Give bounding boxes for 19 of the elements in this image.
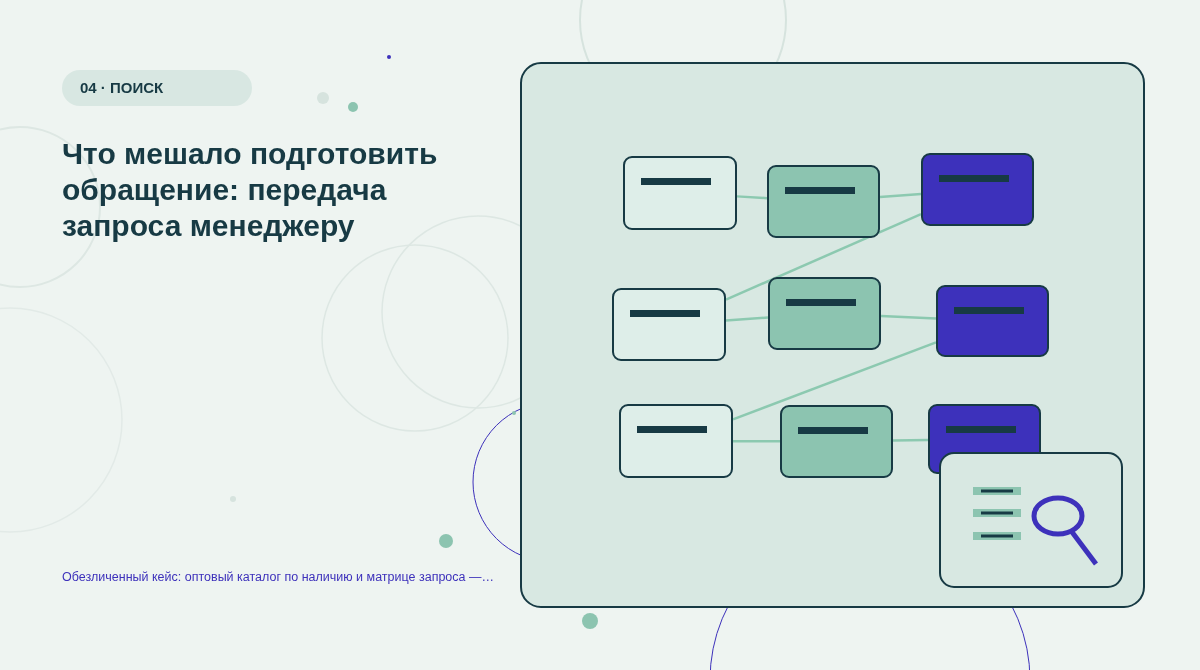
connector-line: [880, 314, 937, 320]
flow-card: [768, 277, 881, 350]
flow-card: [921, 153, 1034, 226]
flow-card: [623, 156, 737, 230]
caption: Обезличенный кейс: оптовый каталог по наличию и матрице запроса —…: [62, 570, 495, 584]
title: Что мешало подготовить обращение: передача запроса менеджеру: [62, 136, 439, 244]
connector-line: [892, 438, 929, 442]
connector-line: [733, 439, 780, 443]
connector-line: [725, 213, 922, 301]
connector-line: [879, 192, 922, 199]
connector-line: [736, 195, 768, 200]
connector-line: [732, 341, 937, 421]
connector-line: [725, 316, 769, 322]
flow-card: [612, 288, 726, 361]
flow-card: [767, 165, 880, 238]
flow-card: [936, 285, 1049, 357]
flow-card: [780, 405, 893, 478]
flow-card: [619, 404, 733, 478]
section-tag: 04 · ПОИСК: [62, 70, 252, 106]
